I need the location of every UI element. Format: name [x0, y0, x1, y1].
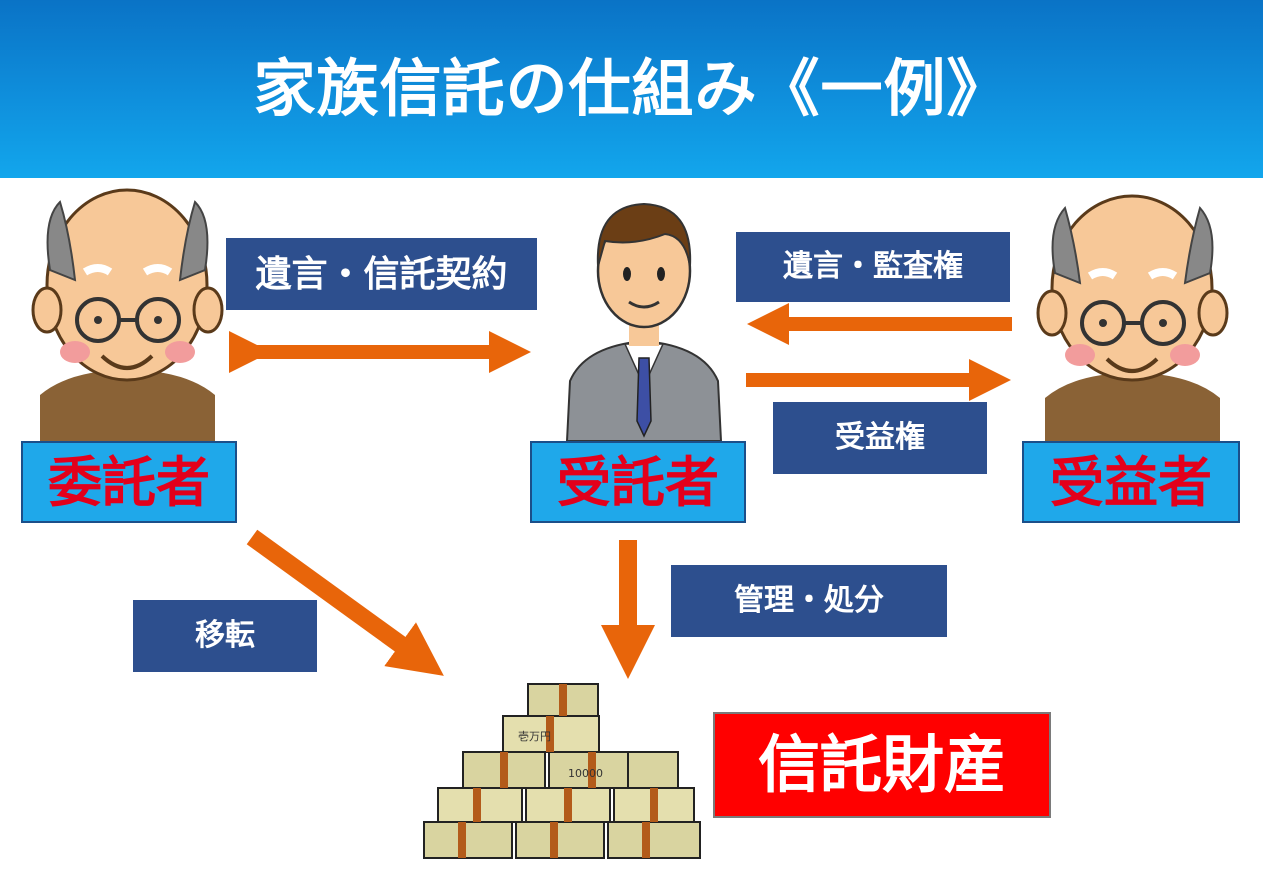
management-disposal-label: 管理・処分 — [671, 565, 947, 637]
will-trust-contract-label: 遺言・信託契約 — [226, 238, 537, 310]
arrow-settlor-to-property — [246, 529, 444, 676]
settlor-label-box: 委託者 — [21, 441, 237, 523]
elderly-man-beneficiary-illustration — [1036, 194, 1229, 442]
will-audit-right-label: 遺言・監査権 — [736, 232, 1010, 302]
page-title: 家族信託の仕組み《一例》 — [253, 52, 1010, 125]
banknote-stack-illustration: 10000 壱万円 — [423, 683, 701, 859]
elderly-man-settlor-illustration — [31, 188, 224, 442]
trust-property-box: 信託財産 — [713, 712, 1051, 818]
beneficiary-label-box: 受益者 — [1022, 441, 1240, 523]
trustee-label-box: 受託者 — [530, 441, 746, 523]
businessman-trustee-illustration — [565, 202, 723, 441]
beneficial-right-label: 受益権 — [773, 402, 987, 474]
banknote-number-text: 10000 — [568, 767, 603, 780]
transfer-label: 移転 — [133, 600, 317, 672]
title-banner: 家族信託の仕組み《一例》 — [0, 0, 1263, 178]
banknote-yen-text: 壱万円 — [518, 729, 551, 743]
